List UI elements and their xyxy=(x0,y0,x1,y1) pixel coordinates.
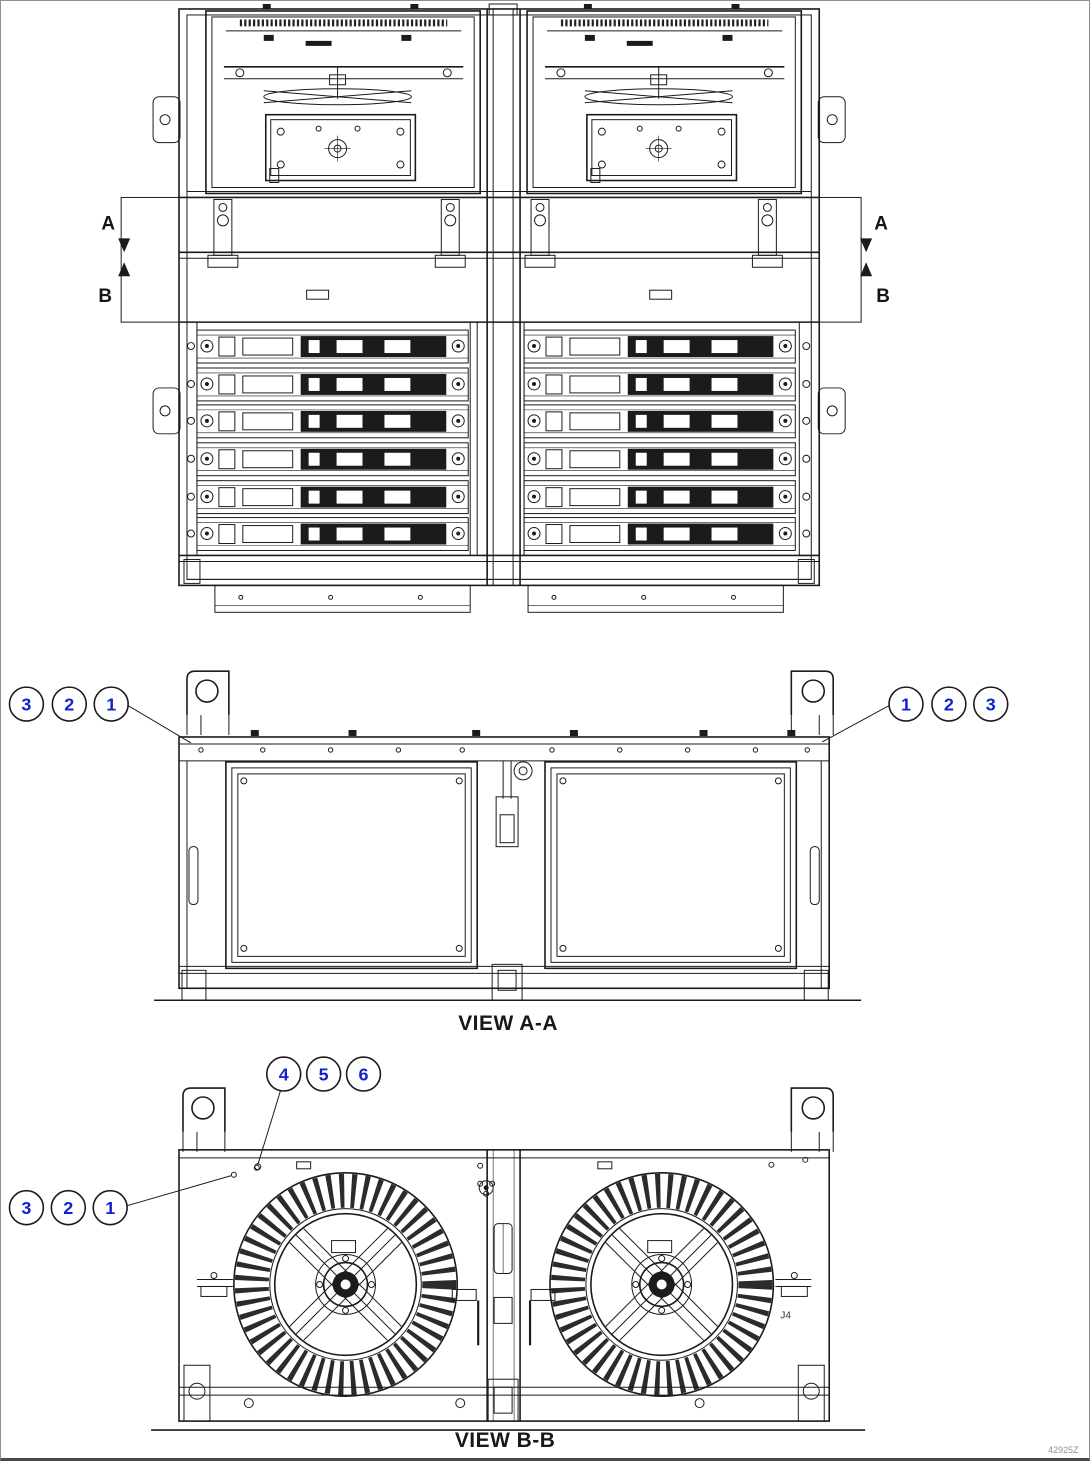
section-label-a: A xyxy=(874,213,888,234)
callout-balloon[interactable]: 1 xyxy=(888,686,924,722)
aa-box xyxy=(178,729,831,990)
aa-base xyxy=(154,963,862,1002)
handle-slot xyxy=(649,289,673,300)
leader-target-bolt xyxy=(254,1163,262,1171)
section-arrow-up-icon xyxy=(860,262,873,277)
connector-label: J4 xyxy=(780,1310,791,1321)
svg-text:3: 3 xyxy=(986,695,996,715)
svg-text:1: 1 xyxy=(901,695,911,715)
aa-window-left xyxy=(225,761,478,970)
view-a-a: VIEW A-A 3 2 1 1 2 3 xyxy=(8,670,1009,1035)
side-mounting-tabs xyxy=(152,96,846,435)
leader-line xyxy=(127,1175,232,1207)
view-b-b: J4 VIEW B-B 4 5 6 3 2 1 xyxy=(8,1056,866,1452)
svg-text:2: 2 xyxy=(63,1198,73,1218)
callout-balloon[interactable]: 2 xyxy=(50,1189,87,1226)
aa-window-right xyxy=(544,761,798,970)
main-front-view: A B A B xyxy=(98,3,890,613)
callout-balloon[interactable]: 3 xyxy=(8,686,45,722)
bb-fan-mounts: J4 xyxy=(196,1272,812,1346)
callout-balloon[interactable]: 4 xyxy=(265,1056,302,1092)
svg-text:3: 3 xyxy=(21,695,31,715)
drawing-code: 42925Z xyxy=(1048,1445,1079,1455)
leader-line xyxy=(126,704,192,744)
cabinet-base xyxy=(179,554,820,613)
aa-center-bracket xyxy=(495,760,533,848)
drawer-bank-rails xyxy=(186,322,811,556)
bb-base xyxy=(151,1364,866,1431)
section-label-b: B xyxy=(876,286,890,307)
section-arrow-down-icon xyxy=(118,238,131,253)
view-aa-title: VIEW A-A xyxy=(458,1012,558,1035)
callout-balloon[interactable]: 1 xyxy=(92,1189,128,1226)
callout-balloon[interactable]: 2 xyxy=(51,686,88,722)
drawer-bank-right xyxy=(523,329,796,551)
handle-slot xyxy=(306,289,330,300)
view-bb-title: VIEW B-B xyxy=(455,1429,556,1452)
leader-line xyxy=(257,1089,282,1165)
callout-balloon[interactable]: 3 xyxy=(973,686,1009,722)
section-arrow-up-icon xyxy=(118,262,131,277)
svg-text:3: 3 xyxy=(21,1198,31,1218)
cabinet-frame xyxy=(178,3,821,587)
callout-balloon[interactable]: 6 xyxy=(345,1056,382,1092)
svg-text:2: 2 xyxy=(944,695,954,715)
svg-text:4: 4 xyxy=(279,1065,289,1085)
svg-text:6: 6 xyxy=(359,1065,369,1085)
section-marker-b-right: B xyxy=(860,262,890,307)
svg-text:2: 2 xyxy=(64,695,74,715)
section-band-structure xyxy=(179,190,820,323)
section-marker-a-left: A xyxy=(101,213,131,253)
section-marker-b-left: B xyxy=(98,262,131,307)
section-label-a: A xyxy=(101,213,115,234)
svg-text:5: 5 xyxy=(319,1065,329,1085)
section-arrow-down-icon xyxy=(860,238,873,253)
bb-top-cluster xyxy=(477,1180,496,1197)
callout-balloon[interactable]: 3 xyxy=(8,1189,45,1226)
svg-text:1: 1 xyxy=(105,1198,115,1218)
leader-line xyxy=(822,704,891,743)
svg-text:1: 1 xyxy=(106,695,116,715)
callout-balloon[interactable]: 2 xyxy=(931,686,967,722)
callout-balloon[interactable]: 1 xyxy=(93,686,129,722)
section-label-b: B xyxy=(98,286,112,307)
drawer-bank-left xyxy=(196,329,469,551)
callout-balloon[interactable]: 5 xyxy=(305,1056,342,1092)
section-marker-a-right: A xyxy=(860,213,888,253)
